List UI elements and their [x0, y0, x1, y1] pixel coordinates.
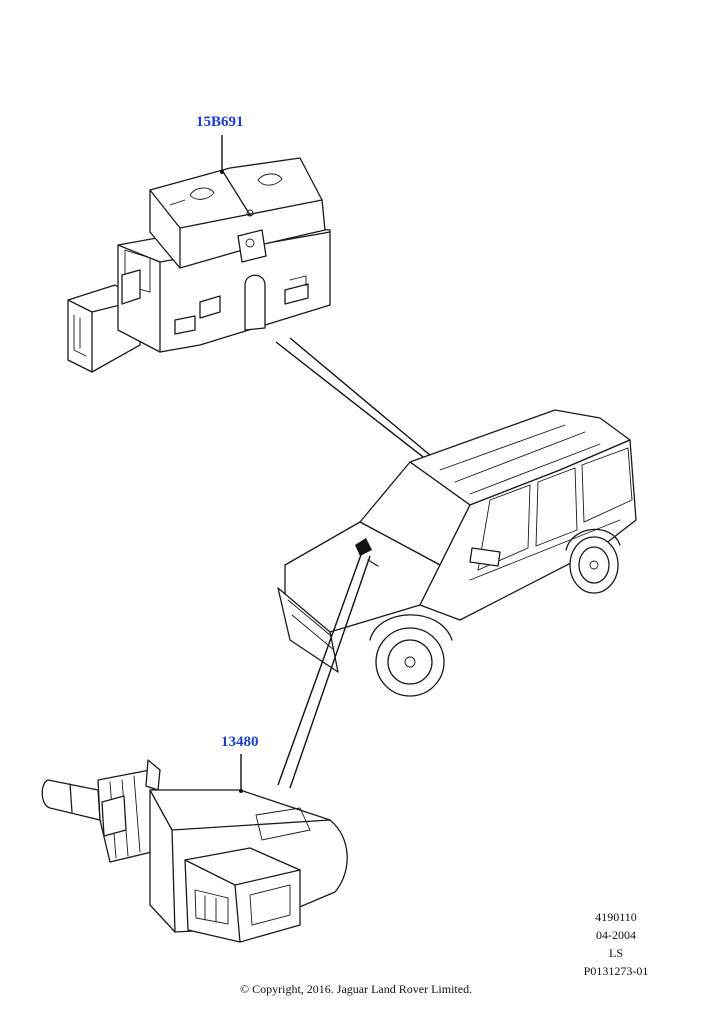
diagram-reference-block: 4190110 04-2004 LS P0131273-01 [576, 908, 656, 980]
reference-date: 04-2004 [596, 928, 636, 942]
reference-illustration-id: P0131273-01 [583, 964, 649, 978]
sensor-part-illustration [41, 759, 348, 943]
reference-number: 4190110 [595, 910, 637, 924]
callout-sensor-part-number[interactable]: 13480 [221, 734, 259, 750]
reference-model-code: LS [608, 946, 623, 960]
callout-switch-part-number[interactable]: 15B691 [196, 114, 244, 130]
vehicle-illustration [277, 409, 637, 697]
switch-part-illustration [67, 157, 331, 373]
copyright-footer: © Copyright, 2016. Jaguar Land Rover Lim… [240, 982, 473, 996]
